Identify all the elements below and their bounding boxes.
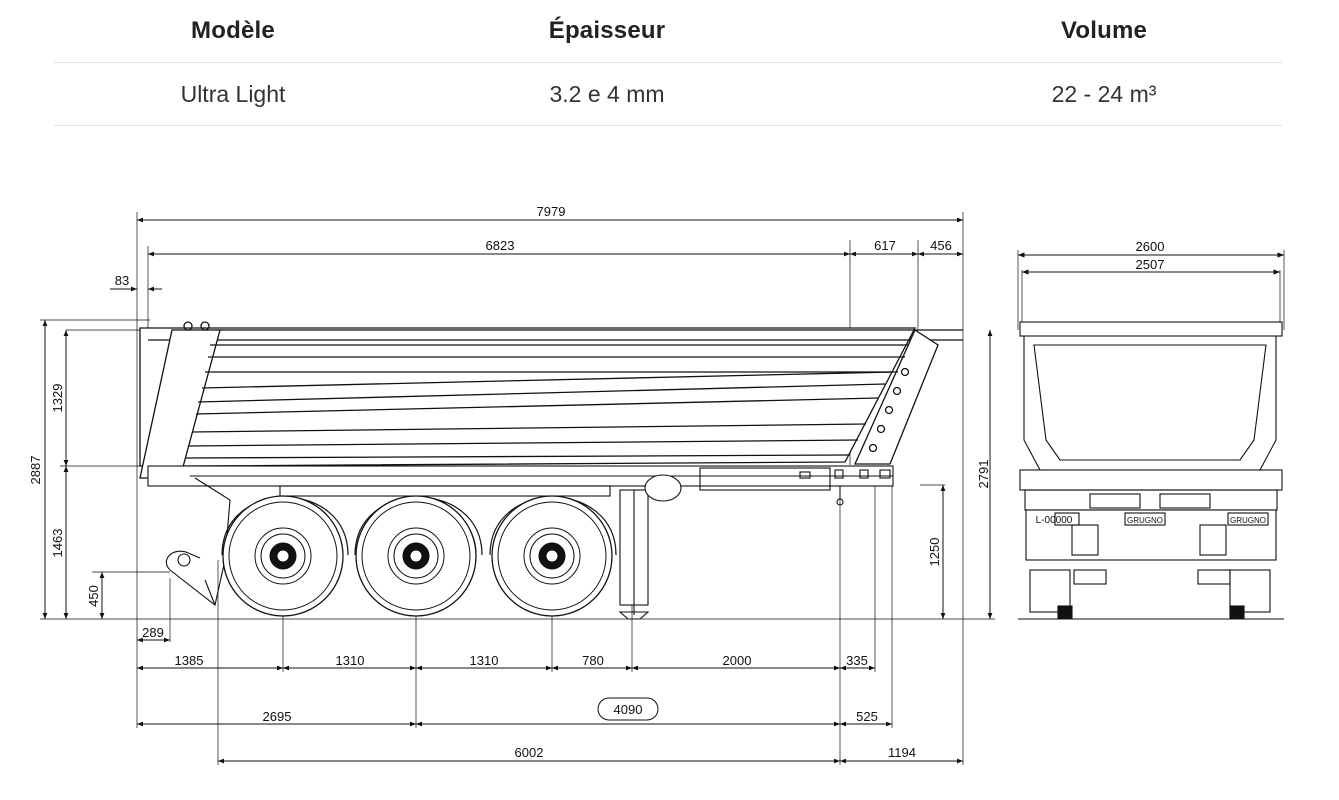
spec-table: Modèle Épaisseur Volume Ultra Light 3.2 … xyxy=(54,0,1282,126)
dim-lower-height: 1463 xyxy=(50,529,65,558)
value-thickness: 3.2 e 4 mm xyxy=(549,80,665,107)
chassis xyxy=(147,465,894,620)
header-volume: Volume xyxy=(1060,17,1148,44)
dim-b4: 1310 xyxy=(470,653,499,668)
dim-overall-length: 7979 xyxy=(537,204,566,219)
wheel-1 xyxy=(222,495,344,617)
wheel-3 xyxy=(491,495,613,617)
bottom-dimensions xyxy=(137,637,963,764)
spec-value-row: Ultra Light 3.2 e 4 mm 22 - 24 m³ xyxy=(54,63,1282,126)
dim-chassis-height: 1250 xyxy=(927,538,942,567)
extension-lines xyxy=(40,212,995,765)
dim-rear-a: 617 xyxy=(874,238,896,253)
value-volume: 22 - 24 m³ xyxy=(1051,80,1157,107)
brand-label-left: GRUGNO xyxy=(1127,516,1163,525)
wheel-2 xyxy=(355,495,477,617)
dim-c1: 2695 xyxy=(263,709,292,724)
dim-total-height: 2887 xyxy=(28,456,43,485)
brand-label-right: GRUGNO xyxy=(1230,516,1266,525)
top-dimensions xyxy=(110,217,963,292)
dim-d2: 1194 xyxy=(888,745,916,760)
dim-rear-outer-width: 2600 xyxy=(1136,239,1165,254)
dim-b5: 780 xyxy=(582,653,604,668)
side-view-labels: 7979 6823 617 456 83 2887 1329 1463 450 … xyxy=(28,204,991,760)
left-dimensions xyxy=(42,320,215,619)
rear-view-labels: 2600 2507 L-00000 GRUGNO GRUGNO xyxy=(1036,239,1266,526)
dim-b2: 1385 xyxy=(175,653,204,668)
dim-kingpin-height: 450 xyxy=(86,585,101,607)
dim-b6: 2000 xyxy=(723,653,752,668)
right-dimensions xyxy=(940,330,993,619)
dim-b1: 289 xyxy=(142,625,164,640)
value-model: Ultra Light xyxy=(180,80,286,107)
front-gooseneck xyxy=(165,477,231,606)
dim-rear-inner-width: 2507 xyxy=(1136,257,1165,272)
side-view xyxy=(40,212,995,765)
dim-c3: 525 xyxy=(856,709,878,724)
header-model: Modèle xyxy=(191,17,275,44)
dim-body-length: 6823 xyxy=(486,238,515,253)
dim-c2: 4090 xyxy=(614,702,643,717)
dim-b7: 335 xyxy=(846,653,868,668)
dim-front-offset: 83 xyxy=(115,273,129,288)
tipper-body xyxy=(139,321,963,479)
dim-body-height: 1329 xyxy=(50,384,65,413)
license-plate: L-00000 xyxy=(1036,515,1073,526)
rear-view xyxy=(1017,250,1285,620)
header-thickness: Épaisseur xyxy=(548,17,666,44)
dim-rear-b: 456 xyxy=(930,238,952,253)
dim-b3: 1310 xyxy=(336,653,365,668)
dim-rear-height: 2791 xyxy=(976,460,991,489)
spec-header-row: Modèle Épaisseur Volume xyxy=(54,0,1282,63)
dim-d1: 6002 xyxy=(515,745,544,760)
